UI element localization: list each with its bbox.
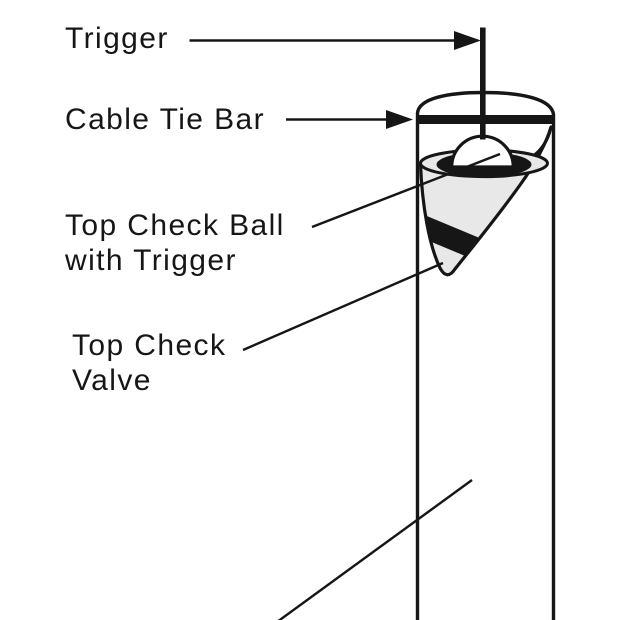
trigger-pointer [189, 31, 481, 50]
label-top-check-ball-line2: with Trigger [65, 244, 237, 277]
cable-tie-arrowhead-icon [386, 110, 413, 129]
trigger-rod [480, 27, 486, 140]
top-check-ball [450, 134, 515, 169]
label-top-check-valve-line2: Valve [72, 364, 152, 397]
label-top-check-valve: Top Check Valve [72, 328, 226, 398]
ball-leader-line [311, 152, 501, 229]
cable-tie-pointer [286, 110, 413, 129]
label-top-check-ball: Top Check Ball with Trigger [65, 208, 285, 278]
tube-leader-line [277, 479, 473, 620]
label-top-check-valve-line1: Top Check [72, 329, 227, 362]
label-trigger: Trigger [65, 21, 169, 56]
label-top-check-ball-line1: Top Check Ball [65, 209, 285, 242]
label-trigger-text: Trigger [65, 22, 169, 55]
trigger-arrowhead-icon [454, 31, 481, 50]
label-cable-tie-bar: Cable Tie Bar [65, 102, 265, 137]
valve-leader-line [242, 261, 444, 352]
label-cable-tie-bar-text: Cable Tie Bar [65, 103, 265, 136]
